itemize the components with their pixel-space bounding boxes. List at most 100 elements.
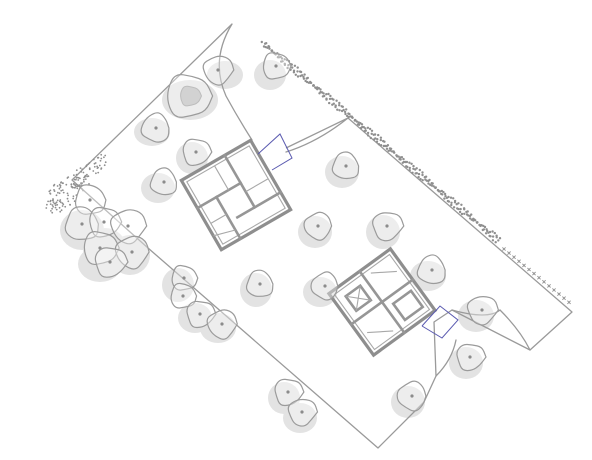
shrub-leaf bbox=[58, 183, 61, 186]
shrub-leaf bbox=[80, 170, 83, 173]
tree-trunk-marker bbox=[88, 198, 92, 202]
hedge-leaf bbox=[318, 92, 321, 95]
shrub-leaf bbox=[62, 191, 65, 194]
shrub-leaf bbox=[80, 182, 82, 185]
hedge-leaf bbox=[487, 231, 490, 234]
hedge-leaf bbox=[421, 171, 424, 174]
shrub-leaf bbox=[92, 170, 95, 172]
shrub-leaf bbox=[50, 210, 52, 212]
tree-crown bbox=[94, 247, 129, 278]
tree-trunk-marker bbox=[258, 282, 262, 286]
hedge-leaf bbox=[390, 150, 394, 153]
hedge-leaf bbox=[484, 232, 488, 235]
building-north-wall bbox=[214, 195, 243, 241]
shrub-leaf bbox=[88, 168, 91, 171]
shrub-leaf bbox=[82, 178, 85, 181]
hedge-leaf bbox=[495, 236, 498, 239]
hedge-mark bbox=[527, 267, 531, 272]
hedge-leaf bbox=[302, 75, 305, 79]
hedge-leaf bbox=[292, 71, 296, 74]
hedge-leaf bbox=[412, 164, 415, 168]
hedge-leaf bbox=[335, 99, 338, 102]
hedge-leaf bbox=[329, 94, 332, 98]
building-south bbox=[326, 246, 438, 358]
tree-trunk-marker bbox=[480, 308, 484, 312]
hedge-leaf bbox=[332, 102, 335, 105]
hedge-leaf bbox=[372, 133, 375, 136]
hedge-leaf bbox=[336, 108, 339, 111]
hedge-leaf bbox=[287, 63, 290, 67]
building-south-porch bbox=[421, 305, 459, 339]
hedge-leaf bbox=[466, 210, 469, 213]
hedge-row bbox=[260, 40, 571, 305]
hedge-leaf bbox=[305, 77, 308, 80]
hedge-leaf bbox=[419, 177, 422, 181]
hedge-leaf bbox=[332, 98, 335, 101]
hedge-leaf bbox=[393, 151, 396, 154]
hedge-leaf bbox=[404, 160, 407, 164]
hedge-leaf bbox=[303, 73, 306, 76]
building-north-partition bbox=[245, 178, 269, 193]
hedge-leaf bbox=[491, 239, 495, 242]
hedge-leaf bbox=[432, 185, 435, 188]
tree-crown bbox=[83, 231, 120, 266]
hedge-leaf bbox=[482, 224, 485, 228]
shrub-leaf bbox=[92, 158, 95, 161]
tree-trunk-marker bbox=[430, 268, 434, 272]
shrub-leaf bbox=[52, 184, 55, 187]
hedge-leaf bbox=[343, 110, 347, 114]
shrub-leaf bbox=[76, 176, 79, 179]
hedge-leaf bbox=[421, 173, 424, 177]
shrub-leaf bbox=[100, 167, 103, 170]
hedge-leaf bbox=[417, 172, 421, 176]
shrub-leaf bbox=[53, 190, 56, 193]
shrub-leaf bbox=[88, 162, 91, 164]
hedge-leaf bbox=[379, 136, 383, 139]
shrub-leaf bbox=[59, 186, 62, 189]
hedge-leaf bbox=[443, 197, 446, 200]
hedge-leaf bbox=[375, 140, 379, 143]
shrub-leaf bbox=[75, 173, 78, 176]
hedge-leaf bbox=[398, 157, 401, 161]
shrub-leaf bbox=[52, 201, 55, 204]
hedge-leaf bbox=[270, 49, 274, 52]
shrub-leaf bbox=[82, 171, 85, 174]
tree-trunk-marker bbox=[300, 410, 304, 414]
hedge-leaf bbox=[317, 87, 321, 90]
hedge-dense bbox=[260, 40, 502, 244]
hedge-leaf bbox=[459, 207, 462, 211]
hedge-leaf bbox=[408, 161, 411, 164]
hedge-leaf bbox=[312, 84, 315, 87]
hedge-leaf bbox=[263, 42, 267, 45]
shrub-leaf bbox=[97, 166, 99, 169]
hedge-leaf bbox=[385, 144, 388, 148]
hedge-leaf bbox=[366, 126, 370, 129]
building-south-room bbox=[391, 289, 425, 322]
shrub-leaf bbox=[80, 187, 83, 190]
tree-trunk-marker bbox=[130, 250, 134, 254]
hedge-leaf bbox=[421, 179, 424, 182]
hedge-leaf bbox=[408, 169, 411, 172]
tree-trunk-marker bbox=[220, 322, 224, 326]
hedge-leaf bbox=[395, 154, 398, 157]
hedge-leaf bbox=[325, 93, 328, 96]
hedge-leaf bbox=[494, 241, 497, 244]
hedge-leaf bbox=[366, 134, 370, 137]
shrub-leaf bbox=[56, 185, 59, 187]
shrub-leaf bbox=[81, 168, 84, 171]
hedge-leaf bbox=[345, 108, 348, 111]
hedge-leaf bbox=[491, 235, 495, 238]
hedge-leaf bbox=[408, 166, 411, 170]
building-north-stair bbox=[213, 229, 236, 237]
hedge-mark bbox=[517, 259, 521, 264]
shrub-leaf bbox=[87, 163, 90, 166]
hedge-leaf bbox=[309, 81, 313, 85]
shrub-leaf bbox=[88, 183, 90, 185]
hedge-leaf bbox=[402, 157, 405, 161]
hedge-leaf bbox=[443, 192, 447, 196]
hedge-leaf bbox=[491, 230, 494, 233]
tree-trunk-marker bbox=[154, 126, 158, 130]
shrub-leaf bbox=[86, 173, 88, 176]
building-north-wall bbox=[195, 181, 243, 210]
shrub-leaf bbox=[93, 162, 96, 165]
